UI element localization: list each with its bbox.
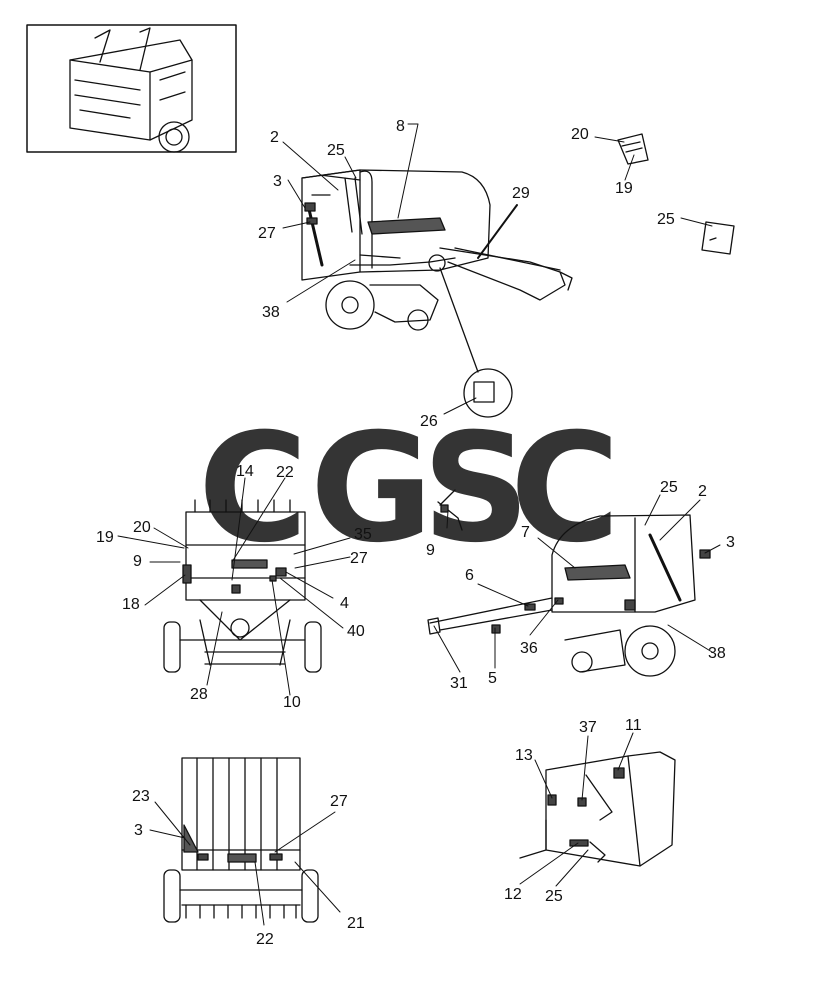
callout-29: 29 [512,185,530,202]
callout-labels: 2 25 8 3 27 29 38 26 20 19 25 14 22 20 1… [96,118,735,948]
callout-7: 7 [521,524,530,541]
callout-2: 2 [270,129,279,146]
callout-9: 9 [133,553,142,570]
callout-40: 40 [347,623,365,640]
callout-20: 20 [571,126,589,143]
watermark-letter-2: G [310,402,433,576]
front-view [163,499,322,673]
callout-27: 27 [258,225,276,242]
callout-19: 19 [96,529,114,546]
callout-9: 9 [426,542,435,559]
callout-26: 26 [420,413,438,430]
callout-18: 18 [122,596,140,613]
callout-23: 23 [132,788,150,805]
callout-22: 22 [276,464,294,481]
watermark-letter-3: S [422,402,530,576]
callout-12: 12 [504,886,522,903]
callout-19: 19 [615,180,633,197]
callout-2: 2 [698,483,707,500]
callout-38: 38 [708,645,726,662]
callout-4: 4 [340,595,349,612]
side-view-left [301,169,573,418]
watermark-letter-1: C [198,402,308,576]
callout-25: 25 [657,211,675,228]
callout-6: 6 [465,567,474,584]
callout-3: 3 [273,173,282,190]
callout-25: 25 [327,142,345,159]
inset-thumbnail [26,24,237,153]
callout-31: 31 [450,675,468,692]
callout-25: 25 [660,479,678,496]
callout-35: 35 [354,526,372,543]
callout-36: 36 [520,640,538,657]
decal-part-20-19 [617,133,649,165]
callout-13: 13 [515,747,533,764]
callout-3: 3 [726,534,735,551]
callout-22: 22 [256,931,274,948]
side-view-right [427,489,711,677]
rear-view [163,757,319,923]
callout-25: 25 [545,888,563,905]
callout-14: 14 [236,463,254,480]
leader-lines [117,123,721,926]
callout-27: 27 [330,793,348,810]
watermark-logo: C G S C [198,402,620,576]
callout-8: 8 [396,118,405,135]
callout-11: 11 [625,717,642,734]
decal-part-25 [701,221,735,255]
callout-37: 37 [579,719,597,736]
callout-21: 21 [347,915,365,932]
watermark-letter-4: C [510,402,620,576]
callout-5: 5 [488,670,497,687]
callout-28: 28 [190,686,208,703]
callout-38: 38 [262,304,280,321]
callout-27: 27 [350,550,368,567]
callout-20: 20 [133,519,151,536]
partial-side-view [519,751,676,867]
callout-3: 3 [134,822,143,839]
callout-10: 10 [283,694,301,711]
